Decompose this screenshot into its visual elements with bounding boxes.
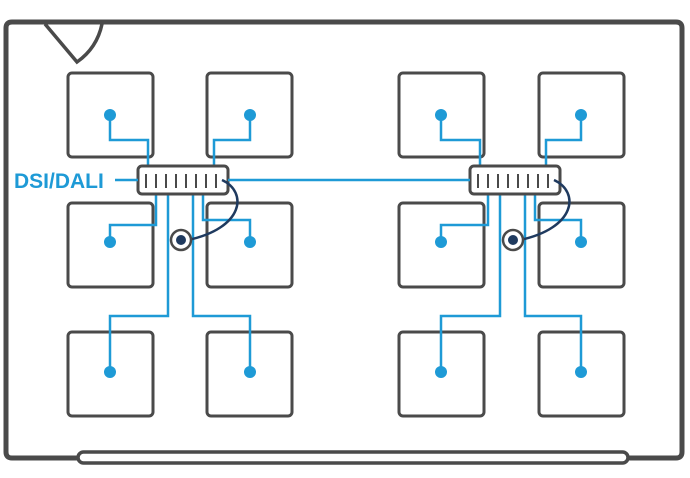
bus-label: DSI/DALI <box>14 170 104 193</box>
door-swing <box>43 22 104 65</box>
fixture-wires <box>108 115 252 372</box>
sensor-cable <box>187 178 239 242</box>
light-fixture <box>66 71 155 159</box>
light-fixture <box>537 71 626 159</box>
occupancy-sensor-icon <box>169 228 193 252</box>
dali-terminal-block <box>136 164 230 196</box>
light-fixture <box>397 71 486 159</box>
group-right <box>397 71 626 418</box>
connection-dots <box>104 109 256 378</box>
light-fixture <box>397 201 486 289</box>
occupancy-sensor-icon <box>501 228 525 252</box>
fixture-wires <box>439 115 583 372</box>
sensor-cable <box>519 178 571 242</box>
light-fixture <box>205 71 294 159</box>
dali-terminal-block <box>468 164 562 196</box>
light-fixture <box>205 201 294 289</box>
light-fixture <box>537 201 626 289</box>
window-sill <box>76 450 630 465</box>
group-left <box>66 71 294 418</box>
light-fixture <box>66 201 155 289</box>
connection-dots <box>435 109 587 378</box>
room-outline <box>3 19 685 461</box>
